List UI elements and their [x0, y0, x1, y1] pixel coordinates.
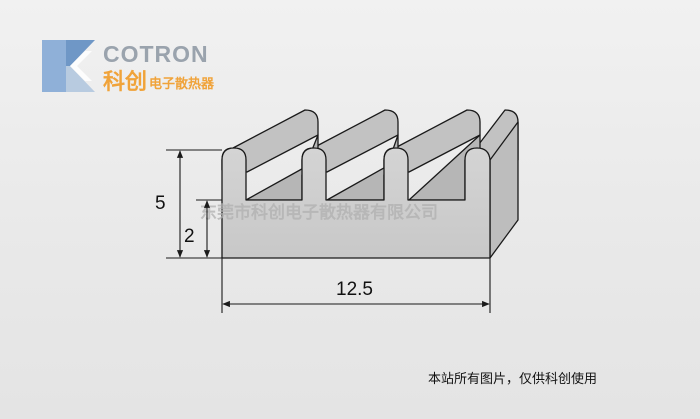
heatsink-drawing — [221, 109, 519, 259]
copyright-notice: 本站所有图片，仅供科创使用 — [428, 371, 597, 387]
dim-label-total-height: 5 — [155, 193, 166, 214]
dim-label-base-height: 2 — [184, 226, 195, 247]
logo-mark-icon — [42, 40, 95, 92]
logo-brand-cn-main: 科创 — [103, 70, 147, 95]
profile-front-face — [221, 147, 491, 259]
logo-brand-cn-sub: 电子散热器 — [149, 76, 215, 92]
dim-label-width: 12.5 — [336, 279, 373, 300]
watermark-text: 东莞市科创电子散热器有限公司 — [200, 202, 438, 223]
dimension-annotations — [166, 149, 491, 313]
company-logo: COTRON 科创 电子散热器 — [42, 40, 215, 95]
logo-brand-en: COTRON — [103, 41, 209, 67]
